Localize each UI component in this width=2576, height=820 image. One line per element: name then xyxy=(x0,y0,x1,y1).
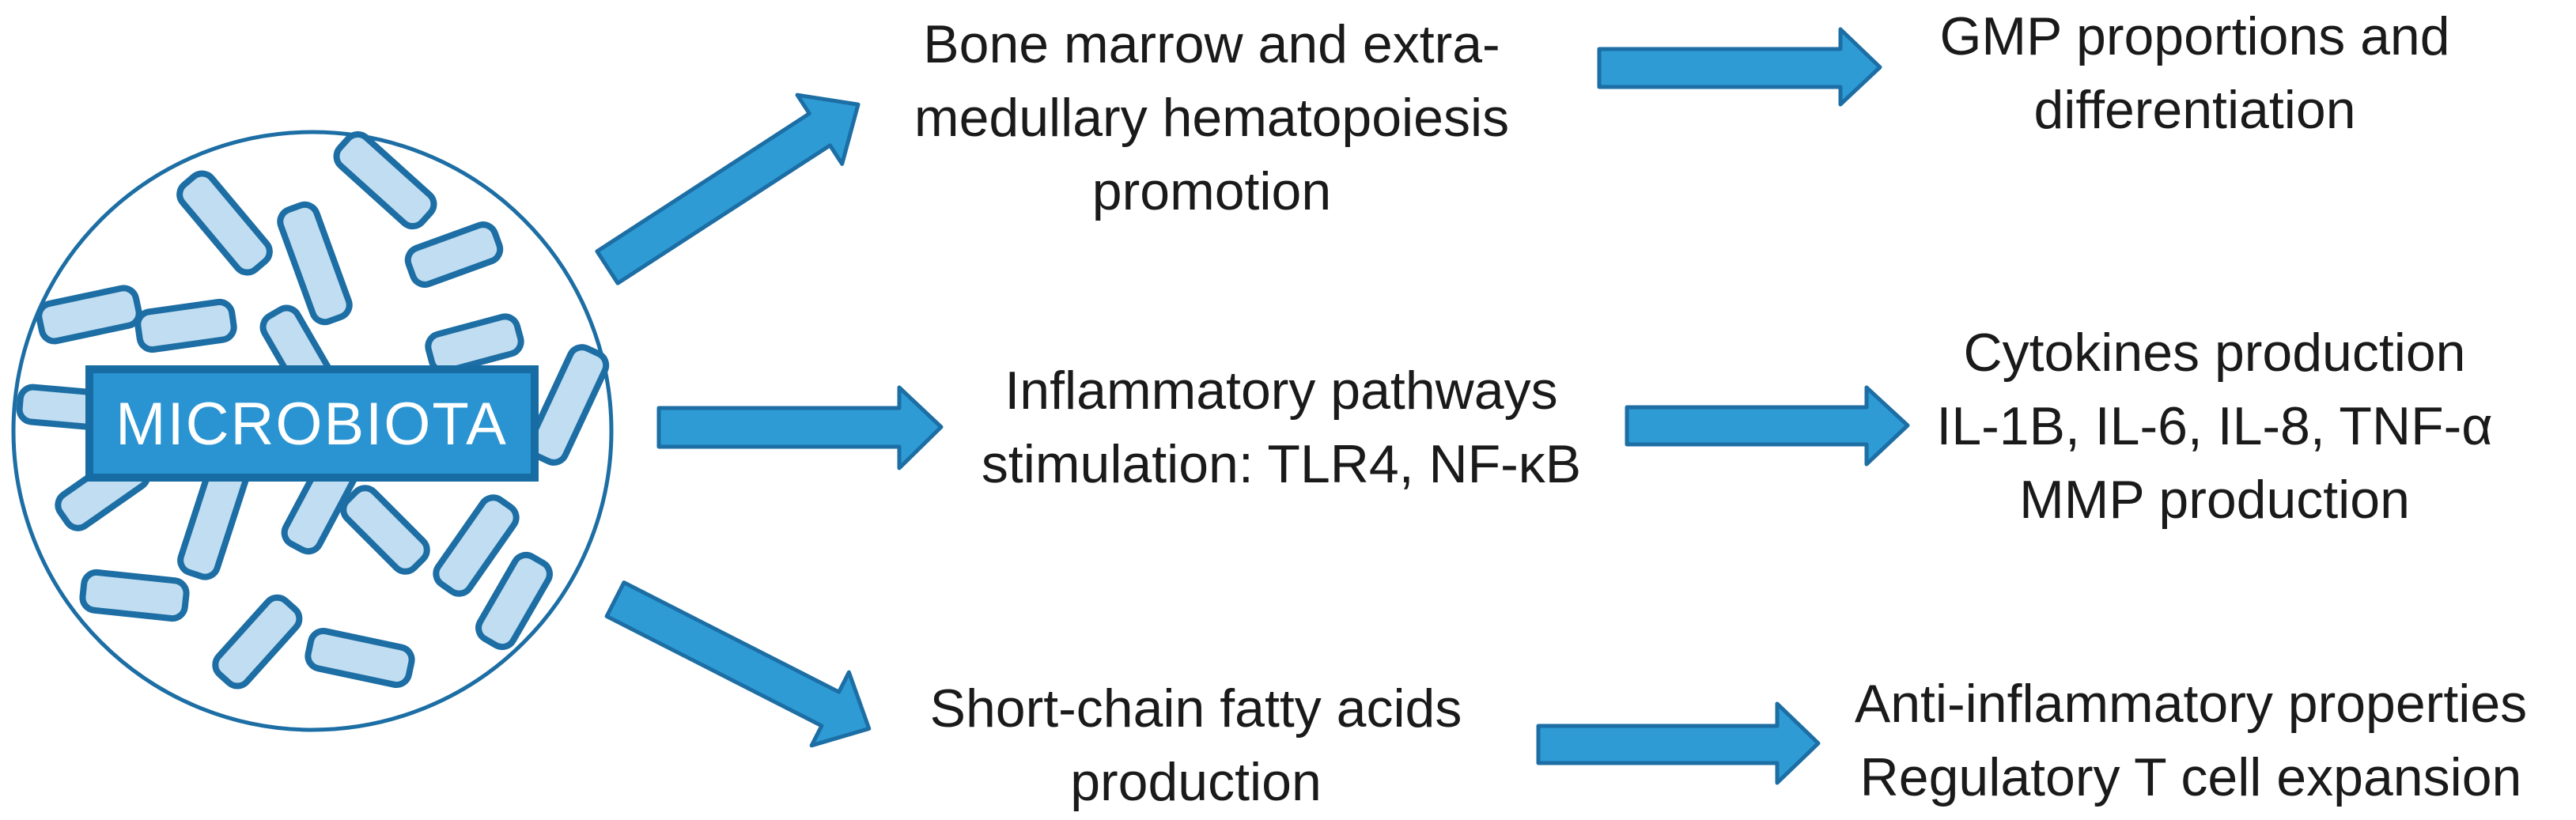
text-antiinflammatory-properties: Anti-inflammatory properties Regulatory … xyxy=(1855,667,2527,814)
bacterium-icon xyxy=(134,298,237,353)
arrow-inflammatory-to-cytokines xyxy=(1625,385,1910,467)
bacterium-icon xyxy=(526,344,610,466)
microbiota-banner xyxy=(85,365,539,482)
arrow-circle-to-scfa xyxy=(604,580,872,748)
text-line: IL-1B, IL-6, IL-8, TNF-α xyxy=(1936,396,2493,456)
text-line: Regulatory T cell expansion xyxy=(1859,747,2522,807)
text-line: GMP proportions and xyxy=(1939,6,2450,66)
text-line: Inflammatory pathways xyxy=(1004,361,1558,421)
arrow-circle-to-inflammatory xyxy=(656,385,944,470)
bacterium-icon xyxy=(305,627,415,689)
text-line: Bone marrow and extra- xyxy=(923,14,1500,74)
text-line: differentiation xyxy=(2033,80,2356,140)
arrow-scfa-to-antiinflammatory xyxy=(1536,701,1821,785)
bacterium-icon xyxy=(36,285,142,345)
text-line: Short-chain fatty acids xyxy=(929,678,1462,739)
text-cytokines-production: Cytokines production IL-1B, IL-6, IL-8, … xyxy=(1936,316,2492,537)
bacterium-icon xyxy=(340,485,430,575)
text-line: promotion xyxy=(1091,161,1332,221)
arrow-circle-to-hematopoiesis xyxy=(595,93,861,285)
microbiota-label: MICROBIOTA xyxy=(115,391,508,458)
text-line: production xyxy=(1070,752,1322,812)
arrow-hematopoiesis-to-gmp xyxy=(1597,27,1882,107)
bacterium-icon xyxy=(475,551,553,651)
bacterium-icon xyxy=(176,170,273,276)
text-line: Cytokines production xyxy=(1963,323,2466,383)
text-bone-marrow-hematopoiesis: Bone marrow and extra- medullary hematop… xyxy=(914,8,1509,229)
text-line: MMP production xyxy=(2019,470,2410,530)
text-line: medullary hematopoiesis xyxy=(914,88,1510,148)
text-line: stimulation: TLR4, NF-κB xyxy=(981,434,1582,494)
bacterium-icon xyxy=(333,130,437,230)
bacterium-icon xyxy=(404,221,504,288)
text-gmp-differentiation: GMP proportions and differentiation xyxy=(1939,0,2449,147)
bacterium-icon xyxy=(277,201,353,326)
bacterium-icon xyxy=(79,569,190,622)
bacterium-icon xyxy=(212,594,303,690)
text-inflammatory-pathways: Inflammatory pathways stimulation: TLR4,… xyxy=(982,354,1581,501)
text-line: Anti-inflammatory properties xyxy=(1854,674,2528,734)
text-scfa-production: Short-chain fatty acids production xyxy=(930,672,1462,819)
bacterium-icon xyxy=(425,313,524,375)
bacterium-icon xyxy=(433,494,520,597)
